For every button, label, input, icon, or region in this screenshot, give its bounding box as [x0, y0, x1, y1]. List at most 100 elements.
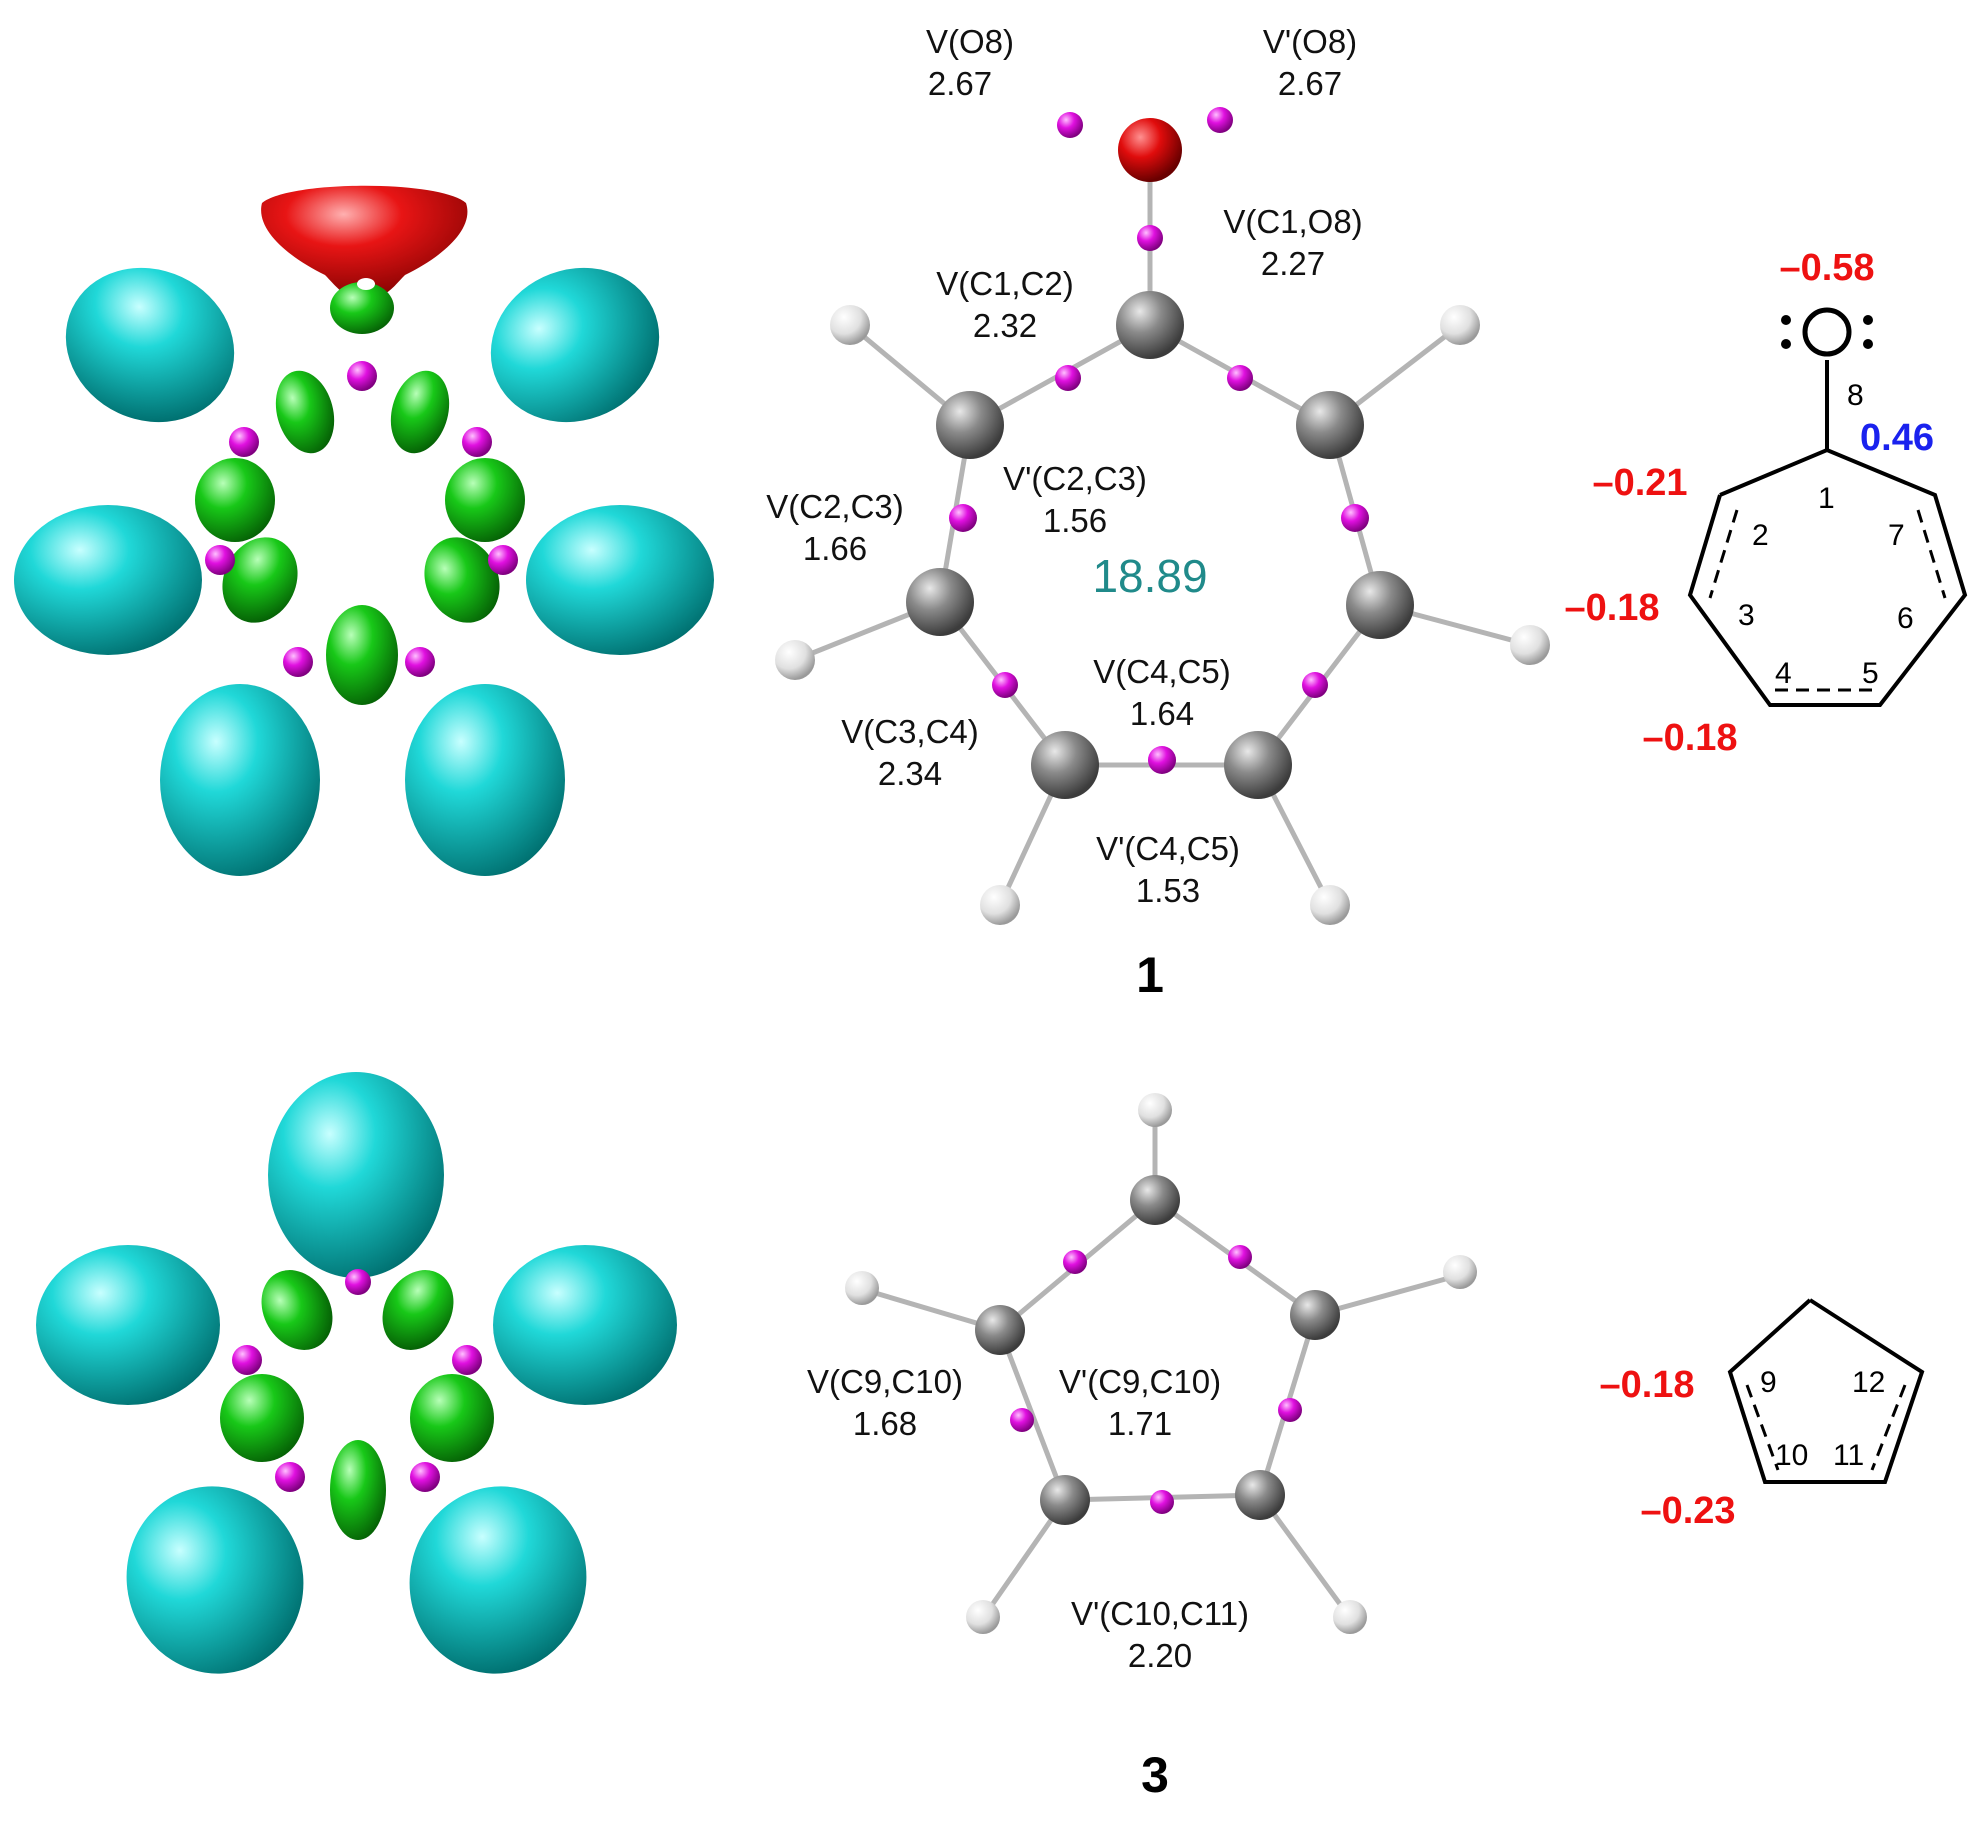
cc-bond-basin: [424, 537, 500, 623]
attractor: [405, 647, 435, 677]
attractor: [1278, 1398, 1302, 1422]
ch-basin: [36, 1245, 220, 1405]
hydrogen-atom: [775, 640, 815, 680]
attractor: [275, 1462, 305, 1492]
compound-label: 3: [1141, 1747, 1169, 1803]
basin-value: 2.27: [1261, 245, 1325, 282]
basin-name: V(C1,C2): [936, 265, 1074, 302]
attractor: [949, 504, 977, 532]
basin-value: 2.67: [928, 65, 992, 102]
attractor: [992, 672, 1018, 698]
carbon-atom: [1296, 391, 1364, 459]
carbonyl-hole: [357, 278, 375, 290]
oxygen-lone-pairs-icon: [1781, 315, 1873, 349]
atom-number: 7: [1888, 519, 1905, 552]
basin-labels-compound-1: V(O8) 2.67 V'(O8) 2.67 V(C1,O8) 2.27 V(C…: [766, 23, 1362, 909]
cc-bond-basin: [195, 458, 275, 542]
basin-value: 2.20: [1128, 1637, 1192, 1674]
attractor: [1341, 504, 1369, 532]
hydrogen-atom: [980, 885, 1020, 925]
atom-number: 10: [1775, 1439, 1808, 1472]
oxygen-ring: [1802, 307, 1852, 357]
basin-name: V'(C9,C10): [1059, 1363, 1221, 1400]
oxygen-lone-pair-basin: [261, 185, 468, 300]
atomic-charge: 0.46: [1860, 417, 1934, 459]
basin-labels-compound-3: V(C9,C10) 1.68 V'(C9,C10) 1.71 V'(C10,C1…: [807, 1363, 1249, 1674]
atomic-charge: –0.18: [1564, 587, 1659, 629]
basin-value: 1.71: [1108, 1405, 1172, 1442]
basin-value: 2.67: [1278, 65, 1342, 102]
atom-number: 3: [1738, 599, 1755, 632]
cc-bond-basin: [222, 537, 298, 623]
cc-bond-basin: [220, 1374, 304, 1462]
atom-number: 6: [1897, 602, 1914, 635]
carbon-atom: [975, 1305, 1025, 1355]
cc-bond-basin: [330, 1440, 386, 1540]
ch-basin: [526, 505, 714, 655]
ch-basin: [493, 1245, 677, 1405]
hydrogen-atom: [830, 305, 870, 345]
hydrogen-atom: [1510, 625, 1550, 665]
basin-name: V(C3,C4): [841, 713, 979, 750]
attractor: [1207, 107, 1233, 133]
cc-bond-basin: [445, 458, 525, 542]
attractor: [410, 1462, 440, 1492]
structure-compound-1: [1687, 307, 1968, 707]
carbonyl-bond-basin: [330, 282, 394, 334]
atomic-charge: –0.58: [1779, 247, 1874, 289]
ch-basin: [65, 267, 235, 423]
carbon-atom: [1031, 731, 1099, 799]
cc-bond-basin: [390, 370, 450, 454]
hydrogen-atom: [1333, 1600, 1367, 1634]
carbon-atom: [906, 568, 974, 636]
ball-and-stick-compound-3: [845, 1093, 1477, 1634]
attractor: [1148, 746, 1176, 774]
attractor: [1057, 112, 1083, 138]
basin-name: V(C1,O8): [1223, 203, 1362, 240]
atomic-charge: –0.18: [1599, 1364, 1694, 1406]
carbon-atom: [1224, 731, 1292, 799]
attractor: [1063, 1250, 1087, 1274]
carbon-atom: [1130, 1175, 1180, 1225]
ch-basin: [14, 505, 202, 655]
attractor: [347, 361, 377, 391]
basin-name: V'(C4,C5): [1096, 830, 1240, 867]
attractor: [205, 545, 235, 575]
carbon-atom: [1346, 571, 1414, 639]
attractor: [229, 427, 259, 457]
attractor: [232, 1345, 262, 1375]
cc-bond-basin: [410, 1374, 494, 1462]
attractor: [1302, 672, 1328, 698]
atom-number: 5: [1862, 657, 1879, 690]
basin-name: V(O8): [926, 23, 1014, 60]
atomic-charge: –0.18: [1642, 717, 1737, 759]
ball-and-stick-compound-1: [775, 107, 1550, 925]
basin-value: 1.64: [1130, 695, 1194, 732]
carbon-atom: [1040, 1475, 1090, 1525]
atom-number: 2: [1752, 519, 1769, 552]
hydrogen-atom: [1138, 1093, 1172, 1127]
basin-value: 1.66: [803, 530, 867, 567]
bond-attractors: [949, 107, 1369, 774]
attractor: [1227, 365, 1253, 391]
hydrogen-atom: [845, 1271, 879, 1305]
hydrogen-atom: [1443, 1255, 1477, 1289]
basin-value: 2.34: [878, 755, 942, 792]
ch-basin: [405, 684, 565, 876]
ch-basin: [126, 1486, 304, 1674]
compound-label: 1: [1136, 947, 1164, 1003]
attractor: [1228, 1245, 1252, 1269]
atom-number: 4: [1775, 657, 1792, 690]
structure-compound-3: [1727, 1298, 1925, 1484]
hydrogen-atom: [966, 1600, 1000, 1634]
basin-name: V(C9,C10): [807, 1363, 963, 1400]
atomic-charge: –0.21: [1592, 462, 1687, 504]
oxygen-atom: [1118, 118, 1182, 182]
atom-number: 11: [1833, 1439, 1864, 1472]
basin-name: V'(C10,C11): [1071, 1595, 1249, 1632]
ch-basin: [490, 267, 660, 423]
attractor: [1055, 365, 1081, 391]
carbon-atom: [936, 391, 1004, 459]
